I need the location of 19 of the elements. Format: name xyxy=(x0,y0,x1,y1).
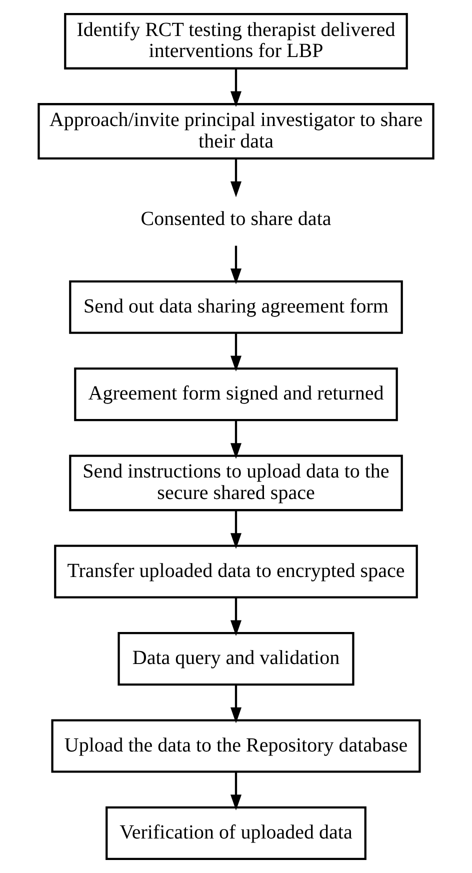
arrow xyxy=(230,772,242,810)
arrow xyxy=(230,684,242,724)
node-box: Transfer uploaded data to encrypted space xyxy=(54,544,418,598)
node-box: Approach/invite principal investigator to share their data xyxy=(38,103,434,160)
node-box: Data query and validation xyxy=(118,632,354,686)
arrow xyxy=(230,597,242,636)
arrow xyxy=(230,246,242,284)
arrow xyxy=(230,68,242,107)
node-box: Send instructions to upload data to the secure shared space xyxy=(69,454,403,512)
node-text: Consented to share data xyxy=(140,208,332,230)
node-box: Upload the data to the Repository database xyxy=(51,719,421,773)
node-box: Verification of uploaded data xyxy=(106,806,366,860)
node-box: Identify RCT testing therapist delivered interventions for LBP xyxy=(64,12,408,70)
arrow xyxy=(230,332,242,372)
arrow xyxy=(230,510,242,549)
node-box: Agreement form signed and returned xyxy=(74,368,398,422)
arrow xyxy=(230,158,242,198)
arrow xyxy=(230,420,242,459)
node-box: Send out data sharing agreement form xyxy=(69,280,403,334)
